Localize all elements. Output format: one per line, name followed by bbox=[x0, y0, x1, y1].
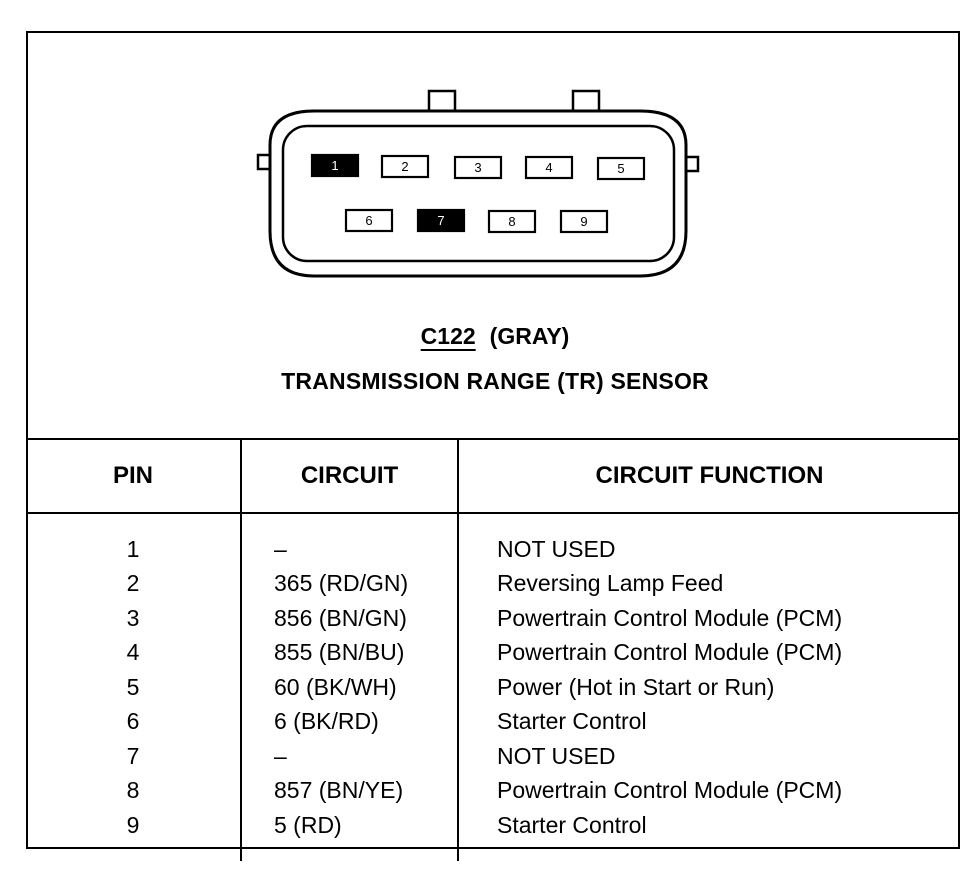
connector-name: TRANSMISSION RANGE (TR) SENSOR bbox=[281, 368, 709, 394]
cavity-label: 6 bbox=[365, 213, 372, 228]
connector-inner-body bbox=[281, 124, 676, 263]
circuit-code: – bbox=[241, 513, 459, 567]
pin-number: 8 bbox=[26, 773, 242, 808]
circuit-code: 857 (BN/YE) bbox=[241, 773, 459, 808]
table-row: 4 855 (BN/BU) Powertrain Control Module … bbox=[26, 635, 960, 670]
pin-number: 1 bbox=[26, 513, 242, 567]
cavity-label: 4 bbox=[545, 160, 552, 175]
table-row: 2 365 (RD/GN) Reversing Lamp Feed bbox=[26, 566, 960, 601]
cavity-label: 7 bbox=[437, 213, 444, 228]
side-tab-left bbox=[256, 153, 272, 171]
cavity-3 bbox=[453, 155, 503, 180]
cavity-1 bbox=[310, 153, 360, 178]
cavity-4 bbox=[524, 155, 574, 180]
side-tab-right bbox=[684, 155, 700, 173]
table-row: 3 856 (BN/GN) Powertrain Control Module … bbox=[26, 601, 960, 636]
pin-number: 4 bbox=[26, 635, 242, 670]
connector-id-line: C122 (GRAY) bbox=[28, 323, 962, 350]
circuit-function: Starter Control bbox=[497, 811, 647, 838]
cavity-2 bbox=[380, 154, 430, 179]
header-pin: PIN bbox=[26, 438, 242, 514]
circuit-function: Powertrain Control Module (PCM) bbox=[497, 639, 843, 666]
pinout-header-row: PIN CIRCUIT CIRCUIT FUNCTION bbox=[26, 438, 960, 514]
cavity-label: 5 bbox=[617, 161, 624, 176]
circuit-code: 855 (BN/BU) bbox=[241, 635, 459, 670]
table-row: 8 857 (BN/YE) Powertrain Control Module … bbox=[26, 773, 960, 808]
circuit-code: 5 (RD) bbox=[241, 808, 459, 861]
circuit-function: NOT USED bbox=[497, 535, 616, 562]
pin-number: 3 bbox=[26, 601, 242, 636]
pin-number: 6 bbox=[26, 704, 242, 739]
pin-number: 2 bbox=[26, 566, 242, 601]
table-row: 1 – NOT USED bbox=[26, 513, 960, 567]
cavity-label: 9 bbox=[580, 214, 587, 229]
connector-color: (GRAY) bbox=[489, 323, 570, 349]
circuit-code: 6 (BK/RD) bbox=[241, 704, 459, 739]
circuit-function: NOT USED bbox=[497, 742, 616, 769]
circuit-function: Starter Control bbox=[497, 708, 647, 735]
circuit-code: 60 (BK/WH) bbox=[241, 670, 459, 705]
table-row: 7 – NOT USED bbox=[26, 739, 960, 774]
cavity-label: 3 bbox=[474, 160, 481, 175]
table-row: 9 5 (RD) Starter Control bbox=[26, 808, 960, 861]
cavity-label: 8 bbox=[508, 214, 515, 229]
pin-number: 9 bbox=[26, 808, 242, 861]
cavity-9 bbox=[559, 209, 609, 234]
circuit-function: Reversing Lamp Feed bbox=[497, 570, 724, 597]
circuit-code: – bbox=[241, 739, 459, 774]
cavity-label: 2 bbox=[401, 159, 408, 174]
connector-face-drawing: 1 2 3 4 5 6 7 8 9 bbox=[256, 89, 700, 278]
cavity-5 bbox=[596, 156, 646, 181]
table-row: 6 6 (BK/RD) Starter Control bbox=[26, 704, 960, 739]
table-row: 5 60 (BK/WH) Power (Hot in Start or Run) bbox=[26, 670, 960, 705]
connector-id: C122 bbox=[420, 323, 476, 349]
circuit-function: Powertrain Control Module (PCM) bbox=[497, 604, 843, 631]
circuit-function: Powertrain Control Module (PCM) bbox=[497, 777, 843, 804]
cavity-7 bbox=[416, 208, 466, 233]
header-function: CIRCUIT FUNCTION bbox=[458, 438, 960, 514]
header-circuit: CIRCUIT bbox=[241, 438, 459, 514]
cavity-label: 1 bbox=[331, 158, 338, 173]
pin-number: 7 bbox=[26, 739, 242, 774]
cavity-8 bbox=[487, 209, 537, 234]
circuit-function: Power (Hot in Start or Run) bbox=[497, 673, 775, 700]
pinout-table: PIN CIRCUIT CIRCUIT FUNCTION 1 – NOT USE… bbox=[26, 438, 960, 861]
pin-number: 5 bbox=[26, 670, 242, 705]
circuit-code: 856 (BN/GN) bbox=[241, 601, 459, 636]
circuit-code: 365 (RD/GN) bbox=[241, 566, 459, 601]
cavity-6 bbox=[344, 208, 394, 233]
